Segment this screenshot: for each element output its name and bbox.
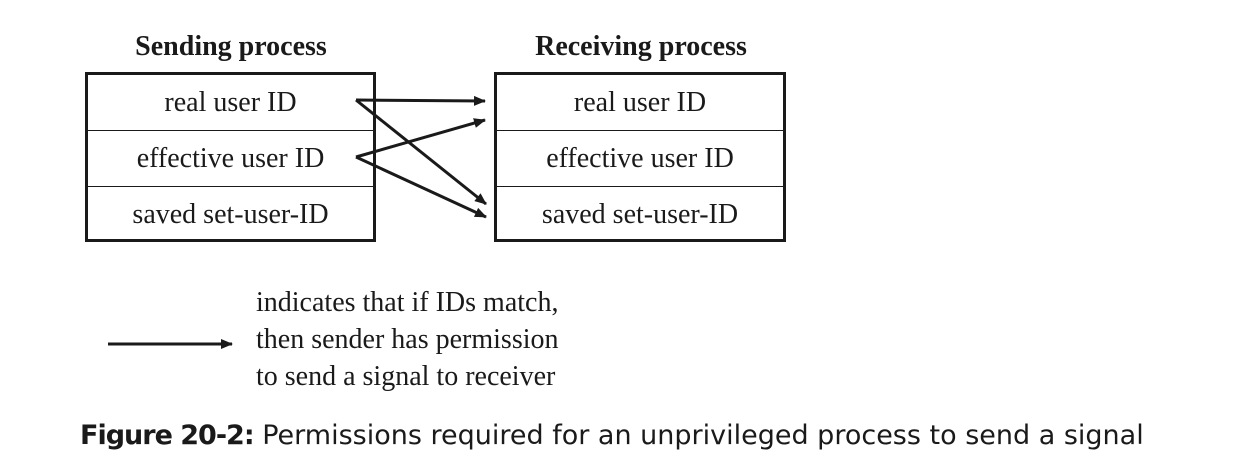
legend-description: indicates that if IDs match, then sender… bbox=[256, 284, 559, 395]
figure-caption-text: Permissions required for an unprivileged… bbox=[253, 420, 1144, 451]
arrow-effective-to-saved bbox=[355, 155, 487, 219]
legend-line-1: indicates that if IDs match, bbox=[256, 287, 559, 318]
legend-line-3: to send a signal to receiver bbox=[256, 361, 556, 392]
arrow-real-to-real bbox=[355, 95, 486, 106]
arrow-effective-to-real bbox=[355, 118, 486, 159]
sending-effective-user-id: effective user ID bbox=[88, 130, 373, 186]
receiving-real-user-id: real user ID bbox=[573, 86, 707, 118]
figure-caption: Figure 20-2: Permissions required for an… bbox=[80, 418, 1144, 454]
receiving-process-heading: Receiving process bbox=[535, 31, 747, 62]
legend-line-2: then sender has permission bbox=[256, 324, 559, 355]
arrow-real-to-saved bbox=[355, 98, 487, 206]
receiving-process-box: real user ID effective user ID saved set… bbox=[494, 72, 786, 242]
figure-caption-label: Figure 20-2: bbox=[80, 420, 255, 451]
sending-real-user-id: real user ID bbox=[164, 86, 297, 118]
sending-process-box: real user ID effective user ID saved set… bbox=[85, 72, 376, 242]
receiving-saved-set-user-id: saved set-user-ID bbox=[497, 186, 783, 242]
receiving-effective-user-id: effective user ID bbox=[497, 130, 783, 186]
sending-process-heading: Sending process bbox=[135, 31, 327, 62]
sending-saved-set-user-id: saved set-user-ID bbox=[88, 186, 373, 242]
